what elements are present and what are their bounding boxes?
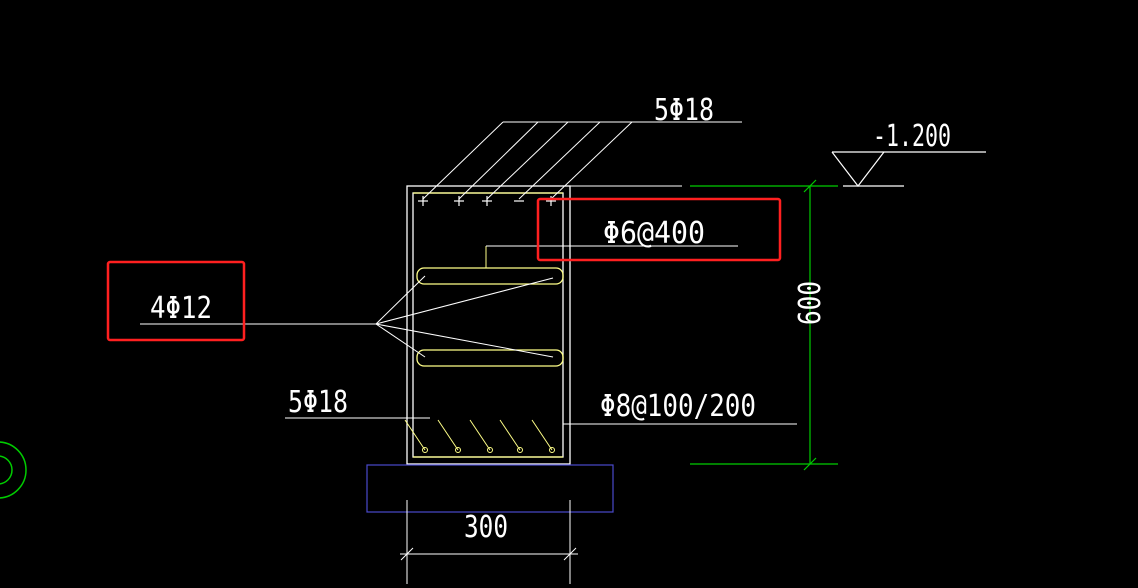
side-bars-leaders [140,275,554,358]
height-dimension [690,179,838,471]
main-stirrup-label: Φ8@100/200 [600,389,756,424]
beam-section [406,185,571,465]
stirrups [413,192,564,458]
stirrup-spacing-label: Φ6@400 [603,216,705,251]
side-bars-label: 4Φ12 [150,291,212,326]
elevation-label: -1.200 [873,119,951,154]
highlight-box-stirrup [536,197,782,262]
top-bar-marks [418,196,556,206]
top-bars-label: 5Φ18 [654,93,714,128]
elevation-symbol [831,151,986,187]
width-dimension [400,500,578,584]
bottom-bars-label: 5Φ18 [288,385,348,420]
highlight-box-side-bars [106,260,246,342]
foundation-block [366,464,614,513]
bottom-bars [404,419,555,453]
width-dimension-label: 300 [464,510,508,545]
height-dimension-label: 600 [793,281,828,325]
top-bars-leaders [422,121,742,200]
circle-marker [0,441,27,499]
